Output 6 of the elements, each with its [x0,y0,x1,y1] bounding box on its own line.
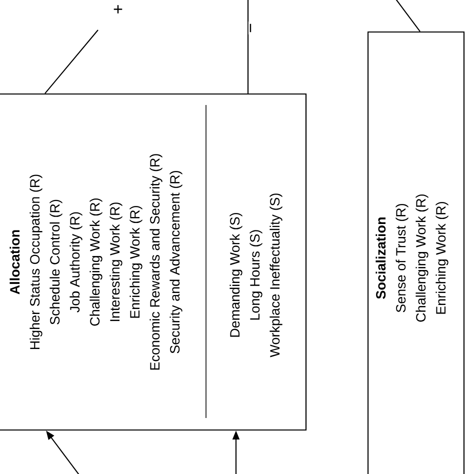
connector-line [247,0,249,94]
connector-line [44,30,98,94]
process-box: Socialization Sense of Trust (R) Challenging Work (R) Enriching Work (R) [367,31,465,474]
connector-line [394,0,420,32]
edge-label: + [112,4,124,16]
box-section: Demanding Work (S) Long Hours (S) Workplace Ineffectuality (S) [230,194,282,358]
